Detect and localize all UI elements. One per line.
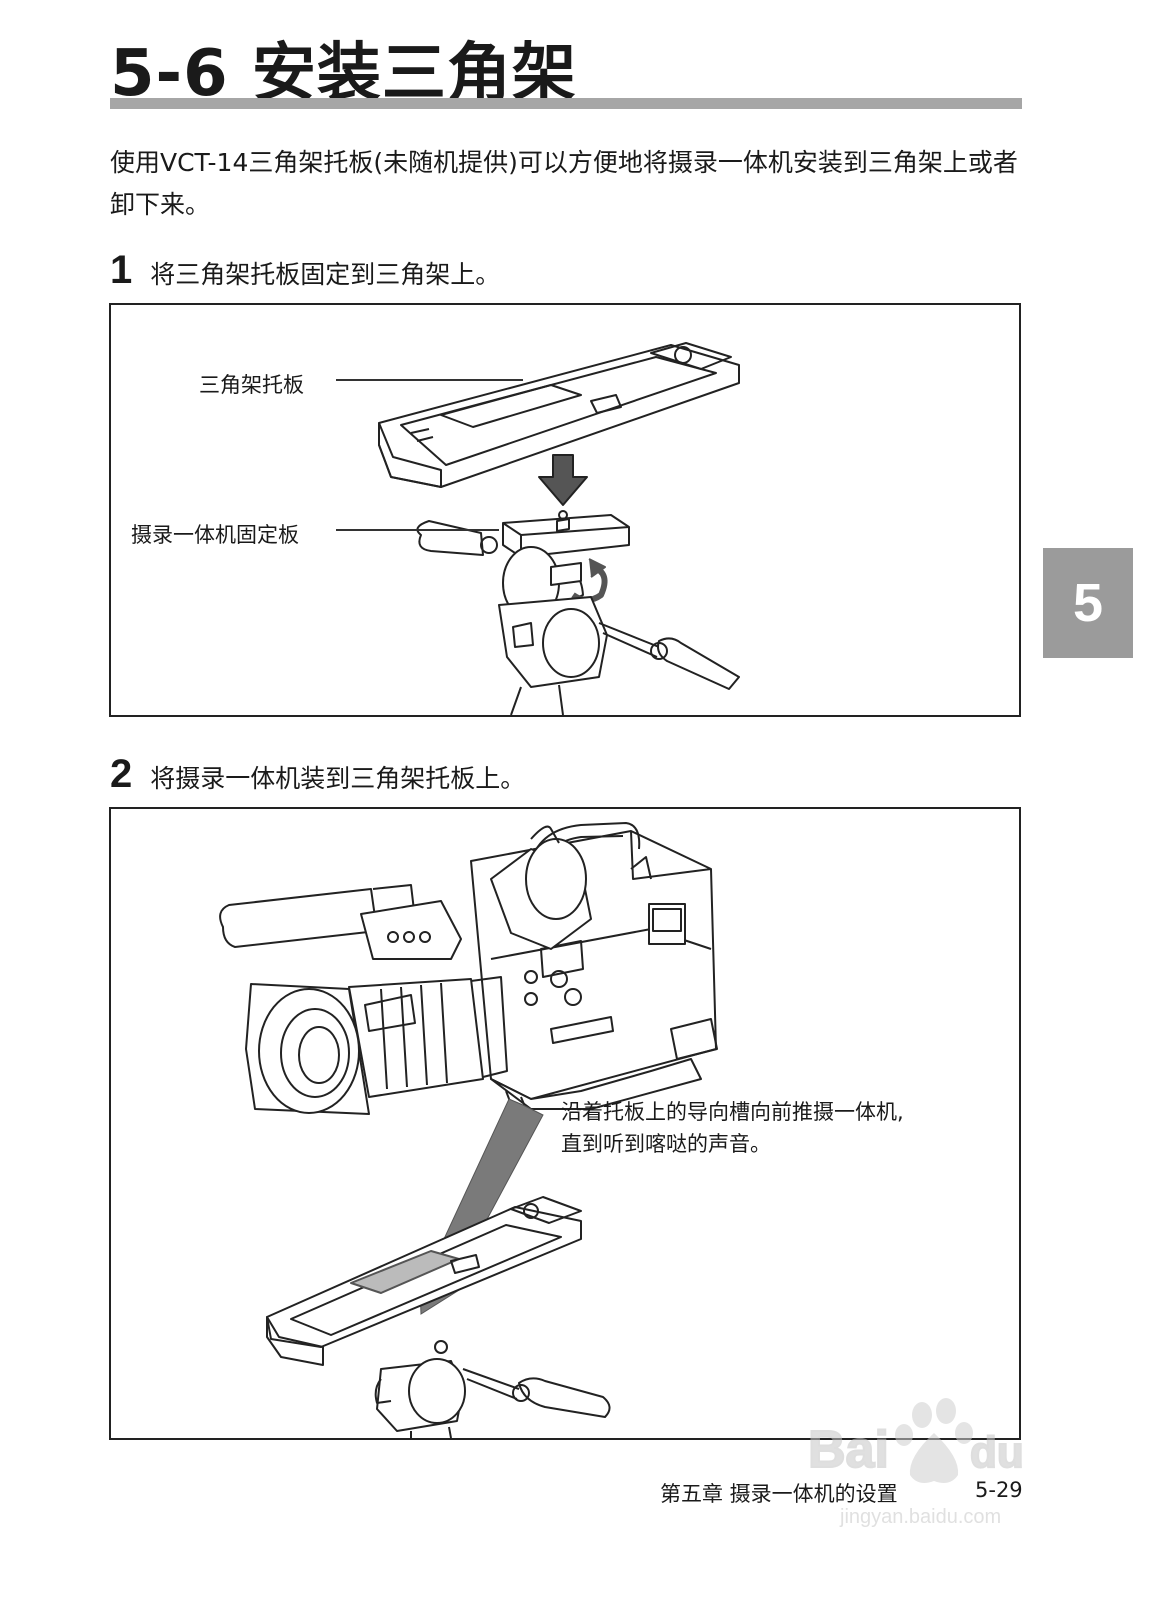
- callout-camera-mount-plate: 摄录一体机固定板: [131, 523, 299, 547]
- step-1-text: 将三角架托板固定到三角架上。: [150, 260, 501, 289]
- title-divider: [110, 98, 1022, 109]
- step-1-heading: 1 将三角架托板固定到三角架上。: [110, 248, 500, 293]
- step-2-illustration-panel: 沿着托板上的导向槽向前推摄一体机, 直到听到喀哒的声音。: [109, 807, 1021, 1440]
- tripod-plate-illustration: [336, 342, 740, 715]
- footer-chapter-title: 第五章 摄录一体机的设置: [660, 1482, 898, 1506]
- svg-text:du: du: [970, 1428, 1024, 1477]
- callout-tripod-plate: 三角架托板: [199, 373, 304, 397]
- step-2-text: 将摄录一体机装到三角架托板上。: [150, 764, 526, 793]
- step-1-number: 1: [110, 248, 133, 292]
- baidu-watermark-logo: Bai du jingyan.baidu.com: [807, 1398, 1025, 1528]
- step-2-number: 2: [110, 752, 133, 796]
- step-2-note-line-1: 沿着托板上的导向槽向前推摄一体机,: [561, 1100, 904, 1124]
- chapter-tab: 5: [1043, 548, 1133, 658]
- footer-page-number: 5-29: [975, 1478, 1023, 1502]
- intro-paragraph: 使用VCT-14三角架托板(未随机提供)可以方便地将摄录一体机安装到三角架上或者…: [110, 148, 1018, 219]
- svg-text:Bai: Bai: [808, 1421, 889, 1479]
- camcorder-mount-illustration: [219, 822, 718, 1438]
- step-2-heading: 2 将摄录一体机装到三角架托板上。: [110, 752, 525, 797]
- step-1-illustration-panel: 三角架托板 摄录一体机固定板: [109, 303, 1021, 717]
- step-2-note-line-2: 直到听到喀哒的声音。: [561, 1132, 771, 1156]
- svg-text:jingyan.baidu.com: jingyan.baidu.com: [839, 1506, 1001, 1528]
